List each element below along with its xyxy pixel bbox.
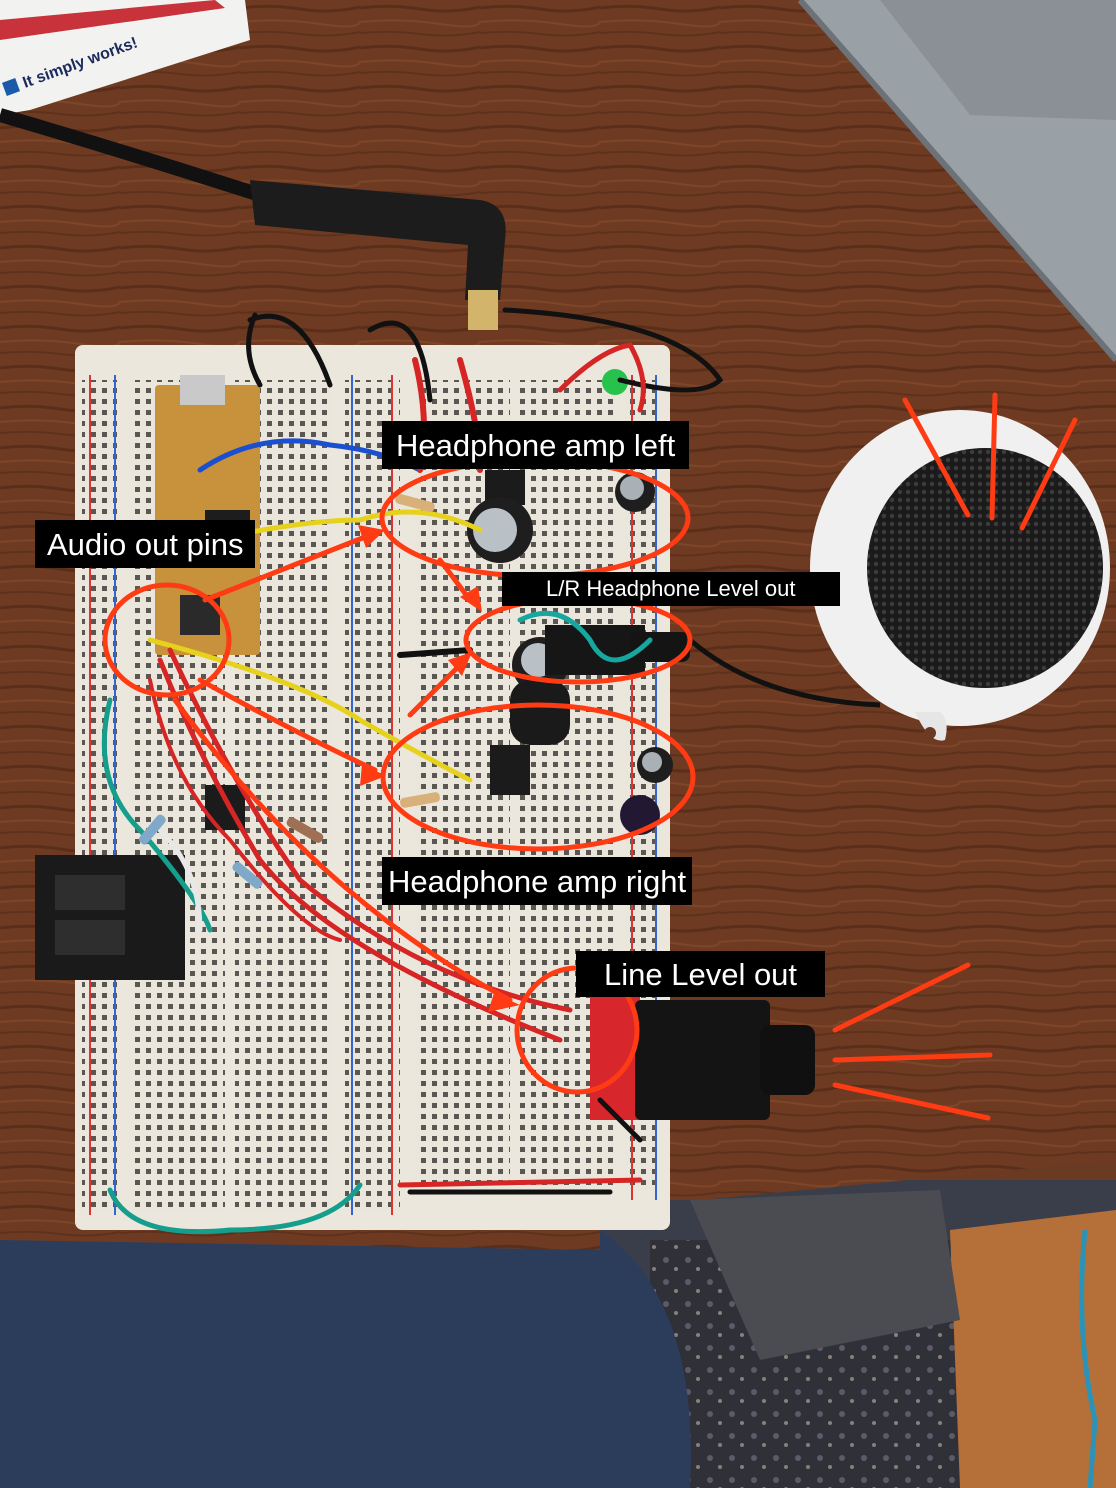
sound-line-speaker-3 xyxy=(1019,417,1078,531)
quarter-inch-jack xyxy=(635,1000,770,1120)
box-logo-square xyxy=(2,78,20,96)
speaker-grille xyxy=(867,448,1103,688)
circle-audio-out-pins xyxy=(102,582,232,698)
arrowheads xyxy=(358,525,520,1012)
label-line-level-out: Line Level out xyxy=(576,951,826,997)
sound-line-speaker-1 xyxy=(902,397,971,518)
arrow-to-line-out xyxy=(172,697,513,1003)
op-amp-right xyxy=(490,745,530,795)
label-headphone-amp-left: Headphone amp left xyxy=(382,421,690,469)
product-box-stripe xyxy=(0,0,225,40)
sound-line-jack-2 xyxy=(832,1052,993,1063)
power-switch xyxy=(35,855,185,980)
sound-line-jack-1 xyxy=(832,962,971,1033)
green-led xyxy=(602,369,628,395)
barrel-jack-plug xyxy=(250,180,506,300)
usb-port xyxy=(180,375,225,405)
power-cable xyxy=(0,108,263,202)
wood-floor xyxy=(950,1210,1116,1488)
wires xyxy=(101,307,724,1235)
laptop-edge xyxy=(797,0,1116,362)
sound-line-speaker-2 xyxy=(989,392,998,521)
label-lr-headphone-level-out: L/R Headphone Level out xyxy=(502,572,840,606)
arrow-left-to-lr xyxy=(437,557,473,603)
arrow-to-right-amp xyxy=(197,677,378,773)
arrow-to-left-amp xyxy=(202,532,373,603)
blue-cable xyxy=(1079,1229,1098,1488)
laptop-trackpad xyxy=(880,0,1116,120)
arrow-right-to-lr xyxy=(407,662,463,718)
speaker-cable xyxy=(688,638,881,708)
barrel-jack-tip xyxy=(468,290,498,330)
capacitor-tall xyxy=(510,680,570,745)
label-audio-out-pins: Audio out pins xyxy=(35,520,256,568)
jeans xyxy=(0,1230,691,1488)
chair-back xyxy=(690,1190,960,1360)
label-headphone-amp-right: Headphone amp right xyxy=(382,857,693,905)
power-rail-left xyxy=(82,380,117,1210)
resistors xyxy=(138,493,440,889)
sound-line-jack-3 xyxy=(832,1082,991,1121)
